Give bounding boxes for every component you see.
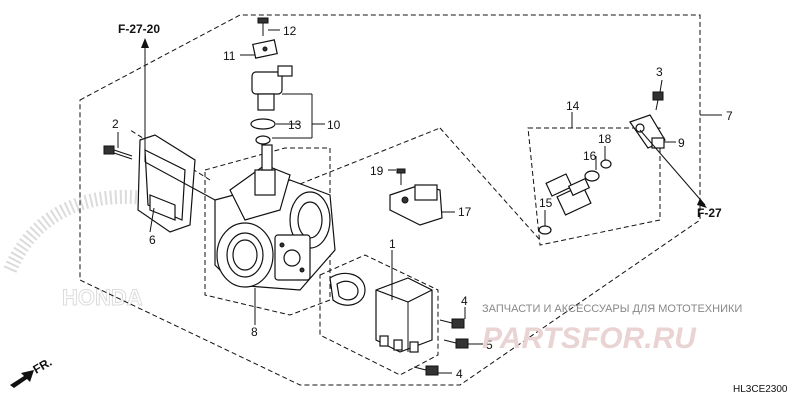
screw-19 — [396, 168, 406, 185]
link-line-b — [439, 127, 541, 241]
front-arrow — [10, 370, 34, 388]
drawing-code: HL3CE2300 — [733, 384, 788, 395]
callout-18: 18 — [598, 132, 612, 146]
throttle-body — [214, 144, 336, 291]
honda-watermark: HONDA — [3, 189, 182, 311]
screw-12 — [257, 17, 269, 36]
callout-5: 5 — [486, 338, 493, 352]
honda-watermark-text: HONDA — [62, 285, 143, 310]
ref-arrows — [141, 38, 707, 208]
callout-10: 10 — [327, 118, 341, 132]
callout-15: 15 — [539, 196, 553, 210]
callout-9: 9 — [678, 136, 685, 150]
callout-4-lower: 4 — [456, 367, 463, 381]
callout-2: 2 — [112, 117, 119, 131]
injector-outline — [527, 127, 661, 246]
sensor-unit — [375, 277, 433, 353]
callout-13: 13 — [288, 118, 302, 132]
callout-7: 7 — [726, 109, 733, 123]
watermark-logo: PARTSFOR.RU — [482, 322, 697, 355]
callout-12: 12 — [283, 24, 297, 38]
link-line-a — [284, 127, 441, 191]
bolt-3 — [652, 91, 664, 111]
bracket-17 — [389, 184, 443, 226]
map-sensor — [250, 39, 293, 145]
front-marker: FR. — [31, 355, 55, 377]
bolt-2 — [103, 145, 133, 160]
callout-8: 8 — [251, 325, 258, 339]
screw-4-upper — [439, 318, 465, 329]
callout-19: 19 — [370, 164, 384, 178]
screw-4-lower — [413, 365, 439, 376]
watermark-tagline: ЗАПЧАСТИ И АКСЕССУАРЫ ДЛЯ МОТОТЕХНИКИ — [482, 303, 742, 315]
screw-5 — [443, 338, 469, 349]
ref-label-right: F-27 — [697, 206, 722, 220]
fuel-injector — [538, 159, 612, 235]
callout-3: 3 — [656, 65, 663, 79]
leader-lines — [117, 29, 722, 374]
callout-1: 1 — [389, 237, 396, 251]
callout-11: 11 — [223, 49, 236, 63]
callout-4-upper: 4 — [461, 294, 468, 308]
callout-16: 16 — [583, 149, 597, 163]
ref-label-top: F-27-20 — [118, 22, 160, 36]
callout-6: 6 — [149, 233, 156, 247]
throttle-body-outline — [204, 147, 331, 316]
callout-14: 14 — [566, 99, 580, 113]
sensor-unit-outline — [319, 254, 439, 376]
callout-17: 17 — [458, 205, 472, 219]
assembly-outline — [79, 14, 701, 386]
side-cover — [137, 134, 196, 233]
sensor-gasket — [329, 272, 366, 306]
front-arrow-icon — [10, 370, 34, 388]
injector-joint — [629, 114, 666, 149]
